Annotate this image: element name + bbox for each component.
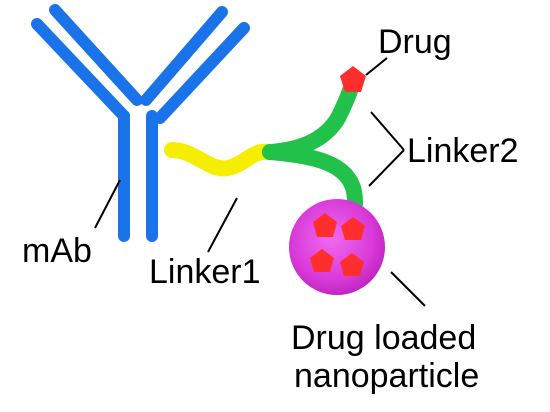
payload-pentagon	[313, 213, 337, 237]
pointer-lines	[94, 57, 426, 307]
linker2-label: Linker2	[407, 132, 519, 170]
particle-label-line2: nanoparticle	[294, 357, 479, 395]
drug-pentagon	[340, 66, 366, 92]
linker1-label: Linker1	[149, 253, 261, 291]
payload-pentagon	[341, 217, 365, 240]
linker1-shape	[164, 142, 276, 177]
particle-label-line1: Drug loaded	[291, 319, 476, 357]
payload-pentagon	[340, 253, 364, 276]
nanoparticle-shape	[289, 199, 385, 295]
mab-label: mAb	[22, 232, 92, 270]
drug-label: Drug	[378, 23, 452, 61]
payload-pentagon	[310, 249, 334, 272]
antibody-shape	[31, 4, 250, 242]
linker2-shape	[262, 76, 363, 212]
